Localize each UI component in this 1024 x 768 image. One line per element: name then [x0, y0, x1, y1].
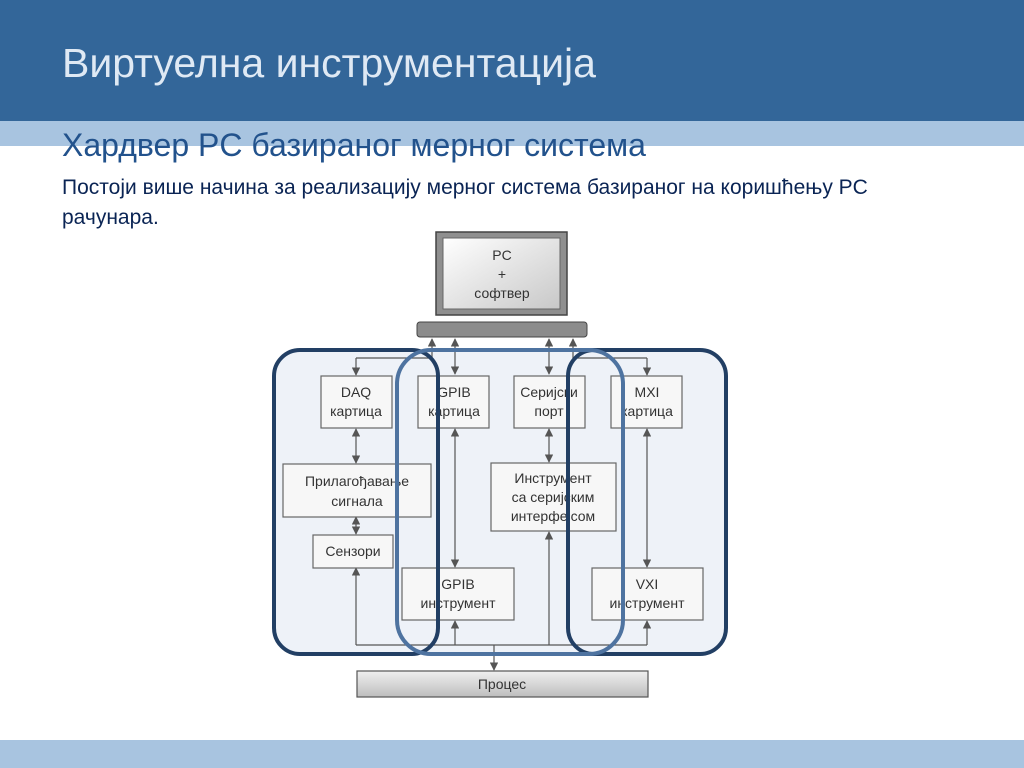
signal-conditioning-box: [282, 463, 432, 518]
slide-title: Виртуелна инструментација: [62, 40, 596, 86]
process-label: Процес: [478, 676, 526, 692]
signal-conditioning-label-1: Прилагођавање: [305, 473, 409, 489]
serial-instrument-label-3: интерфејсом: [511, 508, 595, 524]
gpib-instrument-box: [401, 567, 515, 621]
serial-instrument-box: [490, 462, 617, 532]
pc-monitor: PC + софтвер: [435, 231, 568, 316]
serial-port-label-1: Серијски: [520, 384, 578, 400]
mxi-card-label-1: MXI: [635, 384, 660, 400]
pc-label-line-2: +: [498, 266, 506, 282]
process-box: [356, 670, 649, 698]
gpib-instrument-label-2: инструмент: [421, 595, 497, 611]
middle-group-outline: [395, 348, 625, 656]
header-bar: [0, 0, 1024, 121]
daq-card-label-2: картица: [330, 403, 382, 419]
signal-conditioning-label-2: сигнала: [331, 493, 383, 509]
serial-port-label-2: порт: [534, 403, 564, 419]
gpib-card-label-1: GPIB: [437, 384, 470, 400]
footer-strip: [0, 740, 1024, 768]
daq-group-outline: [272, 348, 440, 656]
slide-body-text: Постоји више начина за реализацију мерно…: [62, 176, 868, 229]
daq-card-label-1: DAQ: [341, 384, 371, 400]
header-accent-strip: [0, 121, 1024, 146]
sensors-label: Сензори: [325, 543, 380, 559]
vxi-instrument-label-1: VXI: [636, 576, 659, 592]
connector-lines: [351, 338, 652, 671]
slide-subtitle: Хардвер PC базираног мерног система: [62, 127, 646, 163]
gpib-card-box: [417, 375, 490, 429]
vxi-instrument-box: [591, 567, 704, 621]
sensors-box: [312, 534, 394, 569]
pc-label-line-1: PC: [492, 247, 511, 263]
gpib-card-label-2: картица: [428, 403, 480, 419]
mxi-card-label-2: картица: [621, 403, 673, 419]
serial-instrument-label-1: Инструмент: [514, 470, 592, 486]
vxi-instrument-label-2: инструмент: [610, 595, 686, 611]
daq-card-box: [320, 375, 393, 429]
vxi-group-outline: [566, 348, 728, 656]
pc-label-line-3: софтвер: [474, 285, 530, 301]
pc-bus: [416, 321, 588, 338]
serial-port-box: [513, 375, 586, 429]
serial-instrument-label-2: са серијским: [512, 489, 595, 505]
gpib-instrument-label-1: GPIB: [441, 576, 474, 592]
